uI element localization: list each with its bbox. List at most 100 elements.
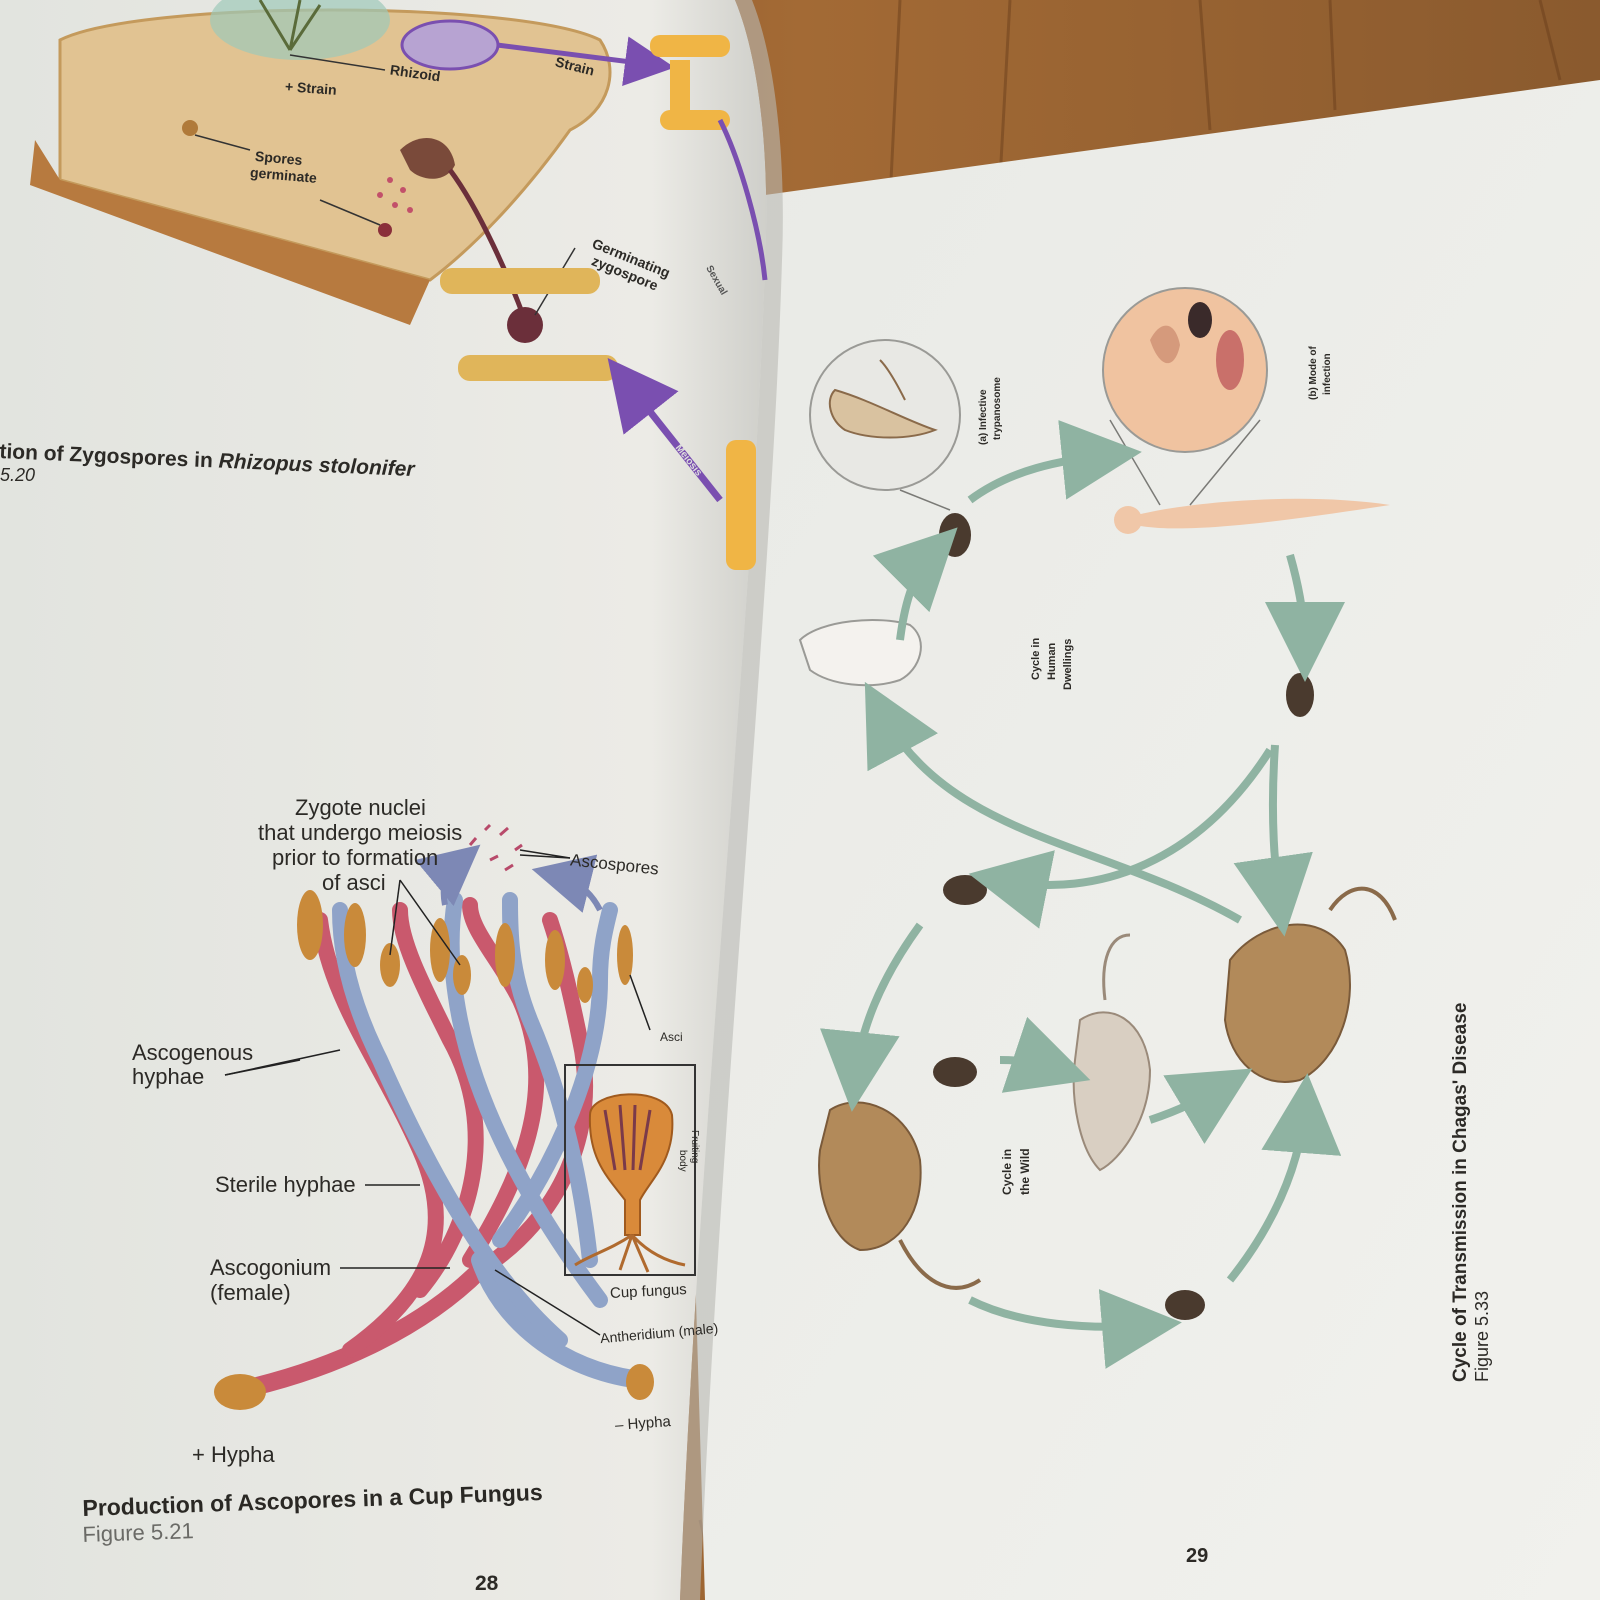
ascus	[453, 955, 471, 995]
label-body: body	[677, 1150, 688, 1172]
rhizoid-stalks	[258, 0, 322, 51]
chagas-caption: Cycle of Transmission in Chagas' Disease	[1450, 1002, 1471, 1382]
ascus	[297, 890, 323, 960]
opossum-tail	[1102, 933, 1131, 1001]
kissing-bug	[933, 1057, 977, 1087]
label-dwellings: Dwellings	[1062, 638, 1074, 690]
zygospore-figure-number: 5.20	[0, 465, 36, 485]
ascus	[430, 918, 450, 982]
armadillo-tail	[898, 1239, 982, 1290]
face-nose	[1150, 325, 1180, 364]
leader-line	[319, 199, 381, 226]
plus-hypha-tip	[214, 1374, 266, 1410]
hypha-bar	[440, 268, 600, 294]
leader-line	[194, 134, 251, 151]
hypha-bar	[458, 355, 618, 381]
ascus	[495, 923, 515, 987]
spore	[182, 120, 198, 136]
hypha-minus	[332, 902, 568, 1348]
ascus	[577, 967, 593, 1003]
hypha-plus	[392, 902, 484, 1298]
label-zygote-nuclei-2: that undergo meiosis	[258, 820, 463, 845]
ascus	[545, 930, 565, 990]
meiosis-arrow	[607, 358, 723, 503]
strain-arrow	[496, 36, 675, 87]
cycle-arrows	[819, 419, 1345, 1369]
face-lips	[1216, 330, 1244, 390]
label-infective: (a) Infective	[978, 389, 989, 445]
label-cycle-in-2: Cycle in	[1000, 1148, 1014, 1195]
book-gutter	[680, 0, 783, 1600]
hypha-plus	[231, 1261, 489, 1399]
hypha-bar	[650, 35, 730, 57]
sexual-arrow	[717, 118, 768, 281]
label-zygote-nuclei-1: Zygote nuclei	[295, 795, 426, 820]
face-inset	[1102, 287, 1268, 453]
trypanosome-flagellum	[879, 359, 906, 401]
mold-colony	[210, 0, 390, 60]
opossum	[1072, 1011, 1152, 1172]
label-human: Human	[1046, 642, 1058, 680]
label-hyphae: hyphae	[132, 1064, 205, 1089]
ascus	[617, 925, 633, 985]
kissing-bug	[1286, 673, 1314, 717]
ascospore-arrow	[531, 854, 603, 913]
label-the-wild: the Wild	[1018, 1148, 1032, 1195]
ascospore-arrow	[415, 844, 481, 907]
label-zygote-nuclei-3: prior to formation	[272, 845, 439, 870]
minus-hypha-tip	[626, 1364, 654, 1400]
cup-fungus-inset	[564, 1064, 696, 1276]
label-cycle-in-1: Cycle in	[1030, 637, 1042, 680]
label-fruiting: Fruiting	[689, 1130, 700, 1164]
human-head	[1114, 506, 1142, 534]
trypanosome	[828, 388, 938, 439]
chagas-cycle-illustration	[798, 287, 1397, 1369]
leader-line	[289, 54, 386, 71]
hypha-minus	[492, 902, 618, 1248]
inset-connector	[1189, 419, 1261, 506]
label-infection: infection	[1322, 353, 1333, 395]
armadillo-tail	[1328, 886, 1397, 921]
hypha-minus	[471, 1251, 649, 1389]
ascus	[344, 903, 366, 967]
cat	[798, 619, 922, 687]
label-female: (female)	[210, 1280, 291, 1305]
germinating-spore	[378, 223, 392, 237]
germinating-sporangium	[400, 138, 455, 179]
cup-fungus-figure-number: Figure 5.21	[82, 1518, 195, 1547]
label-trypanosome: trypanosome	[992, 377, 1003, 440]
kissing-bug-on-face	[1188, 302, 1212, 338]
zygosporangium	[400, 19, 500, 71]
kissing-bug	[939, 513, 971, 557]
cup-fungus-rhizoids	[574, 1233, 686, 1273]
cup-fungus	[588, 1093, 674, 1236]
label-zygote-nuclei-4: of asci	[322, 870, 386, 895]
label-mode-of: (b) Mode of	[1308, 346, 1319, 400]
label-plus-hypha: + Hypha	[192, 1442, 275, 1467]
zygospore	[507, 307, 543, 343]
ascus	[380, 943, 400, 987]
zygospore-illustration	[30, 0, 768, 570]
hypha-minus	[443, 892, 608, 1308]
label-sterile-hyphae: Sterile hyphae	[215, 1172, 356, 1197]
kissing-bug	[943, 875, 987, 905]
label-ascogonium: Ascogonium	[210, 1255, 332, 1280]
sporangiophore	[447, 168, 528, 321]
kissing-bug	[1165, 1290, 1205, 1320]
fruiting-body-hyphae	[603, 1104, 652, 1171]
right-page-number: 29	[1186, 1545, 1209, 1567]
left-page-number: 28	[475, 1572, 499, 1595]
label-ascogenous: Ascogenous	[132, 1040, 254, 1065]
label-asci: Asci	[660, 1030, 683, 1044]
hypha-bar	[670, 60, 690, 115]
human-figure	[1120, 498, 1390, 529]
hypha-bar	[660, 110, 730, 130]
leader-lines	[224, 849, 651, 1336]
cup-fungus-illustration	[214, 823, 696, 1410]
hypha-bar	[726, 440, 756, 570]
inset-connector	[899, 489, 951, 511]
chagas-figure-number: Figure 5.33	[1472, 1290, 1492, 1382]
bread-crust	[30, 140, 430, 325]
